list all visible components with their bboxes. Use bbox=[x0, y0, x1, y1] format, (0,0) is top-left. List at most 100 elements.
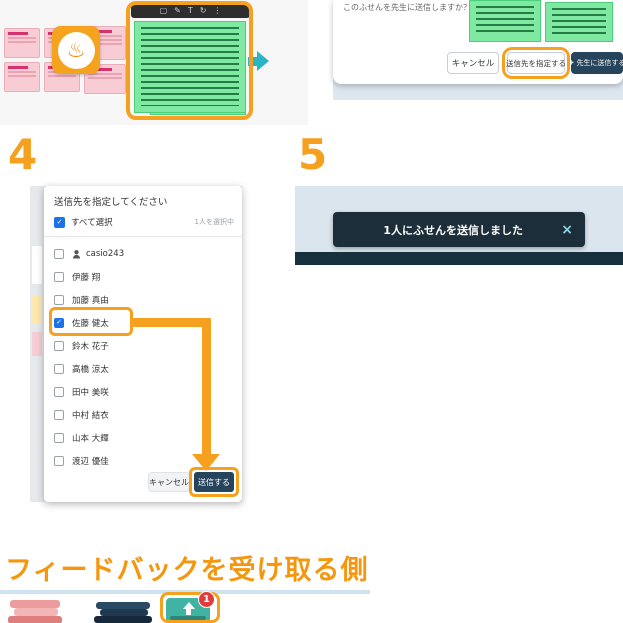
send-dialog: このふせんを先生に送信しますか？ キャンセル 送信先を指定する ✈ 先生に送信す… bbox=[333, 0, 623, 84]
annotation-highlight-inbox bbox=[160, 592, 220, 623]
member-row[interactable]: 鈴木 花子 bbox=[44, 334, 242, 357]
select-all-checkbox[interactable]: ✓ bbox=[54, 216, 65, 228]
note-text-line bbox=[8, 71, 36, 73]
member-name: 鈴木 花子 bbox=[72, 341, 109, 352]
bottom-bar bbox=[295, 252, 623, 265]
note-text-line bbox=[88, 77, 122, 79]
member-checkbox[interactable] bbox=[54, 455, 64, 466]
member-name: casio243 bbox=[86, 248, 125, 259]
note-text-line bbox=[8, 37, 36, 39]
annotation-arrow bbox=[131, 318, 211, 327]
stamp-icon[interactable]: ♨ bbox=[52, 26, 100, 74]
member-name: 高橋 涼太 bbox=[72, 364, 109, 375]
member-name: 山本 大輝 bbox=[72, 433, 109, 444]
member-row[interactable]: 中村 結衣 bbox=[44, 403, 242, 426]
cancel-button[interactable]: キャンセル bbox=[447, 52, 499, 74]
sticky-note-pink[interactable] bbox=[4, 62, 40, 92]
member-name: 渡辺 優佳 bbox=[72, 456, 109, 467]
annotation-highlight-selected-member bbox=[49, 307, 133, 336]
sticky-note-pink[interactable] bbox=[4, 28, 40, 58]
member-checkbox[interactable] bbox=[54, 432, 64, 443]
member-row[interactable]: ✓ 佐藤 健太 bbox=[44, 311, 242, 334]
member-row[interactable]: 高橋 涼太 bbox=[44, 357, 242, 380]
member-row[interactable]: casio243 bbox=[44, 242, 242, 265]
recipient-dialog-screenshot: 送信先を指定してください ✓ すべて選択 1人を選択中 casio243 伊藤 … bbox=[30, 186, 242, 502]
choose-recipient-button[interactable]: 送信先を指定する bbox=[506, 52, 566, 74]
notebook-icon[interactable] bbox=[10, 600, 60, 608]
member-row[interactable]: 田中 美咲 bbox=[44, 380, 242, 403]
member-checkbox[interactable]: ✓ bbox=[54, 317, 64, 328]
send-to-teacher-label: 先生に送信する bbox=[576, 59, 623, 67]
send-prompt-text: このふせんを先生に送信しますか？ bbox=[343, 3, 471, 12]
books-icon bbox=[100, 609, 148, 616]
note-title-line bbox=[88, 30, 112, 33]
notebook-icon bbox=[14, 608, 58, 616]
shape-icon[interactable]: ▢ bbox=[159, 5, 168, 15]
text-icon[interactable]: T bbox=[187, 5, 193, 15]
member-row[interactable]: 渡辺 優佳 bbox=[44, 449, 242, 472]
backdrop-fragment bbox=[32, 296, 42, 324]
notification-badge: 1 bbox=[198, 591, 215, 608]
note-text bbox=[141, 27, 239, 106]
board-screenshot: ♨ ▢ ✎ T ↻ ⋮ bbox=[0, 0, 308, 125]
menu-icon[interactable]: ⋮ bbox=[213, 5, 222, 15]
member-checkbox[interactable] bbox=[54, 363, 64, 374]
note-text bbox=[552, 8, 606, 35]
check-icon: ✓ bbox=[56, 318, 62, 326]
member-checkbox[interactable] bbox=[54, 386, 64, 397]
note-text-line bbox=[88, 43, 122, 45]
member-checkbox[interactable] bbox=[54, 294, 64, 305]
receiver-screenshot: 1 bbox=[0, 590, 623, 623]
member-checkbox[interactable] bbox=[54, 271, 64, 282]
receiver-heading: フィードバックを受け取る側 bbox=[5, 555, 369, 586]
note-text-line bbox=[88, 35, 122, 37]
note-title-line bbox=[8, 32, 28, 35]
user-icon bbox=[72, 249, 81, 258]
books-icon[interactable] bbox=[96, 602, 150, 609]
preview-note-green bbox=[545, 2, 613, 42]
step-5-number: 5 bbox=[298, 130, 328, 179]
books-icon bbox=[94, 616, 152, 623]
member-checkbox[interactable] bbox=[54, 248, 64, 259]
annotation-arrow bbox=[202, 318, 211, 456]
toast-screenshot: 1人にふせんを送信しました × bbox=[295, 186, 623, 265]
notebook-icon bbox=[8, 616, 62, 623]
send-to-teacher-button[interactable]: ✈ 先生に送信する bbox=[569, 52, 623, 74]
inbox-base bbox=[170, 616, 206, 620]
note-title-line bbox=[8, 66, 28, 69]
arrow-up-icon bbox=[183, 602, 195, 609]
note-toolbar[interactable]: ▢ ✎ T ↻ ⋮ bbox=[131, 3, 250, 18]
sent-toast: 1人にふせんを送信しました × bbox=[333, 212, 585, 247]
step-4-number: 4 bbox=[8, 130, 38, 179]
pen-icon[interactable]: ✎ bbox=[174, 5, 181, 15]
member-row[interactable]: 山本 大輝 bbox=[44, 426, 242, 449]
note-title-line bbox=[88, 68, 112, 71]
annotation-arrow-head bbox=[192, 454, 220, 471]
annotation-highlight-send-button bbox=[189, 467, 239, 497]
member-row[interactable]: 加藤 真由 bbox=[44, 288, 242, 311]
backdrop-fragment bbox=[32, 332, 42, 356]
send-dialog-screenshot: このふせんを先生に送信しますか？ キャンセル 送信先を指定する ✈ 先生に送信す… bbox=[333, 0, 623, 100]
member-name: 伊藤 翔 bbox=[72, 272, 101, 283]
note-text-line bbox=[8, 75, 36, 77]
selection-count: 1人を選択中 bbox=[194, 218, 234, 226]
member-name: 佐藤 健太 bbox=[72, 318, 109, 329]
cancel-button[interactable]: キャンセル bbox=[148, 472, 190, 492]
sticky-note-green-selected[interactable] bbox=[134, 21, 246, 113]
close-icon[interactable]: × bbox=[561, 221, 573, 238]
annotation-highlight-note bbox=[126, 1, 253, 120]
member-row[interactable]: 伊藤 翔 bbox=[44, 265, 242, 288]
member-name: 中村 結衣 bbox=[72, 410, 109, 421]
undo-icon[interactable]: ↻ bbox=[199, 5, 207, 15]
member-checkbox[interactable] bbox=[54, 409, 64, 420]
note-text-line bbox=[88, 73, 122, 75]
divider bbox=[44, 236, 242, 237]
member-list: casio243 伊藤 翔 加藤 真由 ✓ 佐藤 健太 鈴木 花子 高橋 涼太 bbox=[44, 242, 242, 472]
note-text-line bbox=[8, 41, 36, 43]
note-text-line bbox=[88, 39, 122, 41]
next-arrow-icon[interactable] bbox=[257, 51, 269, 71]
toast-message: 1人にふせんを送信しました bbox=[383, 223, 523, 237]
check-icon: ✓ bbox=[56, 217, 63, 226]
send-button[interactable]: 送信する bbox=[194, 472, 234, 492]
member-checkbox[interactable] bbox=[54, 340, 64, 351]
